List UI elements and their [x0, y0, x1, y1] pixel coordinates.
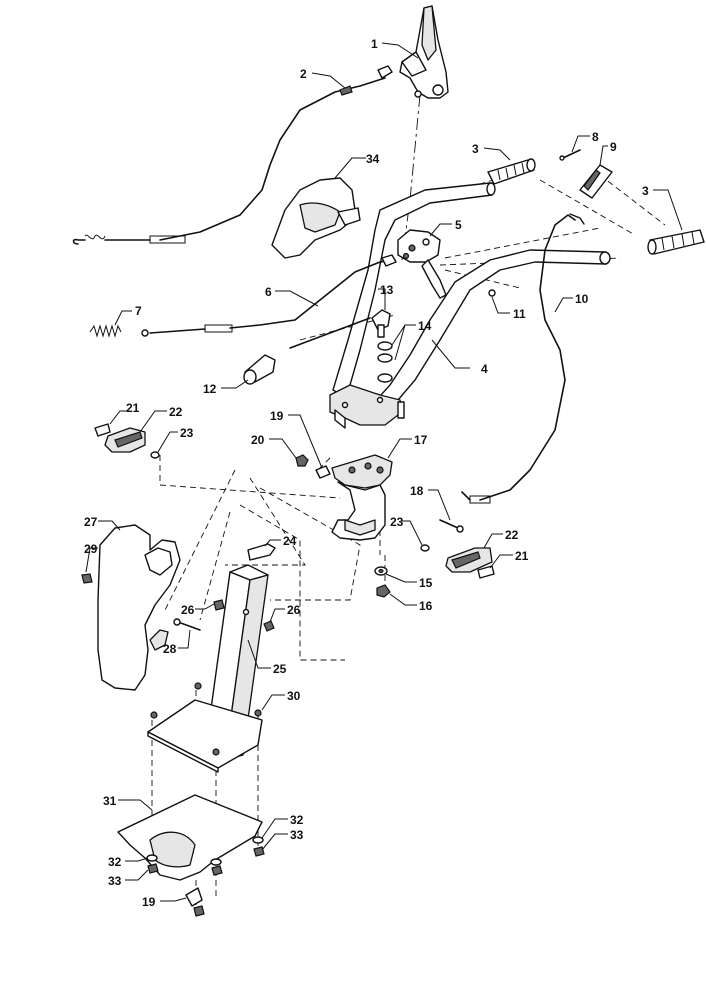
assembly-lines [151, 94, 666, 905]
callout-19-upper: 19 [270, 409, 284, 423]
callout-4: 4 [481, 362, 488, 376]
bolt-28 [173, 618, 201, 631]
leader-lines [85, 42, 683, 902]
callout-labels: 1 2 3 3 4 5 6 7 8 9 10 11 12 13 14 15 16… [84, 37, 649, 909]
handlebar [329, 182, 611, 429]
callout-32-left: 32 [108, 855, 122, 869]
callout-14: 14 [418, 319, 432, 333]
base-plate [147, 682, 263, 773]
callout-13: 13 [380, 283, 394, 297]
grip-left [487, 158, 536, 185]
lock-left [94, 423, 160, 459]
washers [377, 341, 393, 383]
grip-right [647, 229, 705, 255]
washer-15 [374, 566, 388, 576]
callout-12: 12 [203, 382, 217, 396]
nut-26-right [263, 620, 275, 632]
callout-32-right: 32 [290, 813, 304, 827]
upper-cable [72, 65, 393, 245]
callout-6: 6 [265, 285, 272, 299]
callout-22-left: 22 [169, 405, 183, 419]
callout-9: 9 [610, 140, 617, 154]
callout-20: 20 [251, 433, 265, 447]
callout-2: 2 [300, 67, 307, 81]
nut-16 [376, 584, 391, 598]
callout-25: 25 [273, 662, 287, 676]
callout-19-lower: 19 [142, 895, 156, 909]
callout-30: 30 [287, 689, 301, 703]
steering-mount [331, 454, 393, 541]
callout-21-right: 21 [515, 549, 529, 563]
callout-22-right: 22 [505, 528, 519, 542]
callout-10: 10 [575, 292, 589, 306]
knob [243, 317, 371, 385]
washers-left [146, 854, 159, 874]
callout-28: 28 [163, 642, 177, 656]
bracket-19-upper [315, 465, 331, 479]
side-shield [97, 524, 181, 691]
screw-11 [488, 289, 496, 297]
callout-27: 27 [84, 515, 98, 529]
washers-center [210, 858, 223, 876]
callout-26-left: 26 [181, 603, 195, 617]
control-lever [399, 5, 449, 99]
roll-pin [559, 149, 581, 161]
screw-29 [81, 573, 93, 584]
callout-21-left: 21 [126, 401, 140, 415]
callout-24: 24 [283, 534, 297, 548]
lever-bracket [397, 229, 447, 299]
bracket-19-lower [185, 887, 205, 917]
spring [89, 324, 122, 338]
callout-26-right: 26 [287, 603, 301, 617]
callout-23-right: 23 [390, 515, 404, 529]
pivot-pin [371, 309, 391, 338]
callout-17: 17 [414, 433, 428, 447]
bolt-18 [439, 519, 464, 533]
nut-20 [295, 454, 309, 467]
callout-5: 5 [455, 218, 462, 232]
cable-clip [579, 164, 613, 199]
callout-23-left: 23 [180, 426, 194, 440]
callout-18: 18 [410, 484, 424, 498]
lower-cable [141, 254, 397, 337]
callout-1: 1 [371, 37, 378, 51]
handle-cover [271, 177, 361, 259]
callout-31: 31 [103, 794, 117, 808]
callout-3-right: 3 [642, 184, 649, 198]
clamp-24 [247, 543, 276, 561]
callout-8: 8 [592, 130, 599, 144]
washers-right [252, 836, 265, 857]
callout-16: 16 [419, 599, 433, 613]
callout-29: 29 [84, 542, 98, 556]
drive-cable [461, 213, 585, 504]
callout-3-left: 3 [472, 142, 479, 156]
callout-11: 11 [513, 307, 526, 321]
callout-33-left: 33 [108, 874, 122, 888]
callout-7: 7 [135, 304, 142, 318]
lock-right [420, 544, 495, 579]
lower-shield [117, 794, 263, 881]
callout-15: 15 [419, 576, 433, 590]
nut-26-left [213, 599, 225, 611]
callout-33-right: 33 [290, 828, 304, 842]
callout-34: 34 [366, 152, 380, 166]
